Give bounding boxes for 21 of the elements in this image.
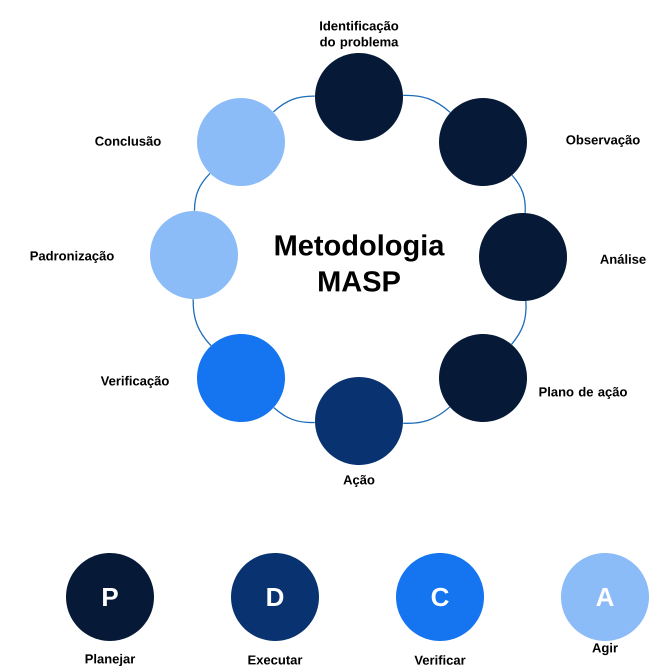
- ring-arc: [403, 406, 450, 424]
- step-label: Executar: [248, 655, 302, 665]
- step-label: Agir: [592, 642, 618, 656]
- step-label: Padronização: [30, 250, 114, 264]
- step-label: Verificação: [100, 376, 169, 388]
- step-label: Verificar: [414, 655, 466, 665]
- step-label: Plano de ação: [539, 386, 627, 400]
- step-label: Ação: [343, 474, 374, 488]
- ring-arc: [511, 301, 527, 345]
- step-label: Observação: [566, 134, 640, 148]
- ring-arc: [273, 407, 315, 424]
- ring-arc: [512, 174, 526, 213]
- ring-arc: [272, 95, 315, 112]
- step-label: Análise: [600, 254, 646, 264]
- ring-arc: [192, 299, 212, 346]
- step-label: Identificação do problema: [320, 20, 398, 50]
- step-label: Planejar: [86, 654, 136, 666]
- ring-arc: [403, 94, 451, 113]
- title: Metodologia MASP: [276, 234, 445, 292]
- ring-arc: [194, 173, 210, 211]
- step-label: Conclusão: [95, 136, 161, 146]
